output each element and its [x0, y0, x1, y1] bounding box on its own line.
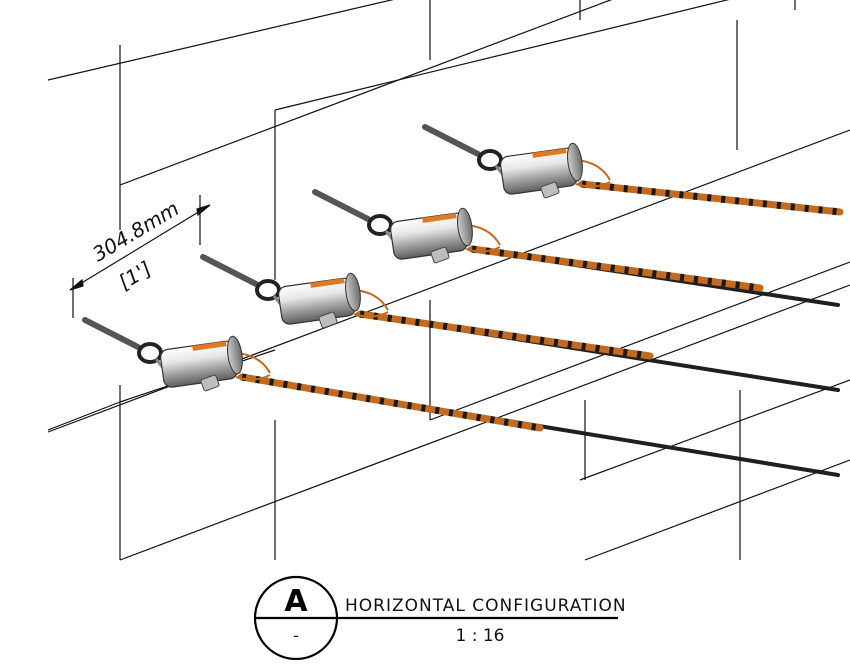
anchor-eye-ring: [367, 214, 393, 236]
spacing-dimension: [69, 195, 211, 318]
cable-assembly: [82, 317, 840, 477]
anchor-rod: [200, 254, 259, 287]
dimension-imperial-label: [1']: [114, 256, 155, 294]
twisted-braid: [238, 373, 544, 432]
braid-loop-strand: [575, 181, 611, 188]
gripper-end-cap: [567, 142, 583, 182]
twisted-braid: [468, 245, 764, 292]
gripper-end-cap: [345, 272, 361, 312]
set-screw: [200, 374, 220, 392]
anchor-rod: [82, 317, 141, 350]
set-screw: [318, 311, 338, 329]
set-screw: [430, 246, 450, 264]
braid-loop-strand: [465, 246, 501, 253]
dimension-arrow: [69, 278, 84, 291]
wall-course-line: [47, 0, 394, 81]
gripper-accent-band: [532, 148, 567, 158]
anchor-rod: [312, 189, 371, 222]
detail-letter: A: [284, 584, 308, 619]
gripper-accent-band: [422, 213, 457, 223]
wall-course-line: [119, 284, 850, 561]
gripper-accent-band: [192, 341, 227, 351]
detail-title: HORIZONTAL CONFIGURATION: [345, 596, 627, 616]
dimension-metric-label: 304.8mm: [88, 196, 183, 266]
braid-loop-strand: [353, 311, 389, 318]
braid-loop-strand: [235, 374, 271, 381]
cable-assembly: [312, 189, 840, 307]
cable-assembly: [200, 254, 840, 392]
wall-grid: [47, 0, 850, 561]
detail-scale: 1 : 16: [456, 626, 505, 646]
anchor-rod: [422, 124, 481, 157]
wall-course-line: [429, 261, 850, 421]
wall-course-line: [47, 401, 121, 431]
anchor-eye-ring: [477, 149, 503, 171]
gripper-accent-band: [310, 278, 345, 288]
twisted-braid: [356, 310, 654, 360]
dimension-line: [69, 204, 211, 291]
detail-title-block: A - HORIZONTAL CONFIGURATION 1 : 16: [253, 575, 627, 661]
set-screw: [540, 181, 560, 199]
dimension-arrow: [196, 204, 211, 217]
cable-assemblies: [82, 124, 844, 477]
twisted-braid-stripes: [581, 180, 841, 216]
wall-course-line: [274, 0, 730, 111]
gripper-end-cap: [457, 207, 473, 247]
anchor-eye-ring: [137, 342, 163, 364]
gripper-end-cap: [227, 335, 243, 375]
wall-course-line: [584, 459, 850, 561]
wall-course-line: [579, 379, 850, 481]
cable-assembly: [422, 124, 844, 216]
anchor-eye-ring: [255, 279, 281, 301]
sheet-reference: -: [293, 626, 299, 645]
wall-course-line: [119, 0, 613, 186]
